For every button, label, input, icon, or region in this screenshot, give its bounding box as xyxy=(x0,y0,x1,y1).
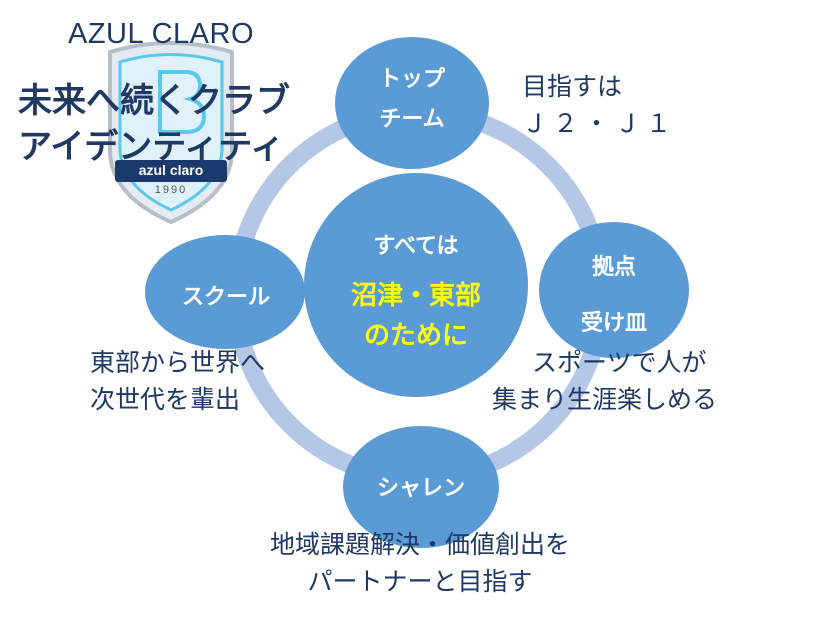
brand-name: AZUL CLARO xyxy=(68,18,255,50)
note-top-line-2: Ｊ２・Ｊ１ xyxy=(522,109,678,138)
node-sharen-label: シャレン xyxy=(376,476,465,501)
note-bottom-line-1: 地域課題解決・価値創出を xyxy=(269,530,570,559)
node-base-line-1: 拠点 xyxy=(591,255,636,280)
node-top-team-line-2: チーム xyxy=(379,107,445,132)
node-base xyxy=(539,222,689,358)
center-lead: すべては xyxy=(373,234,459,259)
title-line-2: アイデンティティ xyxy=(18,127,285,167)
center-circle xyxy=(304,173,528,397)
node-base-label: 拠点 受け皿 xyxy=(552,240,676,352)
center-statement: 沼津・東部 のために xyxy=(316,276,516,356)
note-bottom: 地域課題解決・価値創出を パートナーと目指す xyxy=(210,526,630,600)
note-right-line-2: 集まり生涯楽しめる xyxy=(492,385,718,414)
club-logo xyxy=(108,41,234,225)
node-base-line-2: 受け皿 xyxy=(580,311,647,336)
node-top-team xyxy=(335,37,489,169)
note-left-line-2: 次世代を輩出 xyxy=(90,385,241,414)
logo-year: 1990 xyxy=(154,184,188,196)
note-top-line-1: 目指すは xyxy=(522,72,623,101)
node-school xyxy=(145,235,305,349)
note-left: 東部から世界へ 次世代を輩出 xyxy=(90,344,265,418)
node-sharen xyxy=(343,426,499,548)
page-title: 未来へ続くクラブ アイデンティティ xyxy=(18,78,290,170)
node-school-label: スクール xyxy=(181,285,270,310)
node-top-team-line-1: トップ xyxy=(378,67,445,92)
note-right-line-1: スポーツで人が xyxy=(532,348,707,377)
note-top: 目指すは Ｊ２・Ｊ１ xyxy=(522,68,677,142)
center-statement-line-1: 沼津・東部 xyxy=(350,281,481,311)
note-right: スポーツで人が 集まり生涯楽しめる xyxy=(492,344,717,418)
note-bottom-line-2: パートナーと目指す xyxy=(307,567,533,596)
logo-text: azul claro xyxy=(138,162,204,178)
title-line-1: 未来へ続くクラブ xyxy=(18,81,290,121)
node-top-team-label: トップ チーム xyxy=(350,60,474,140)
center-statement-line-2: のために xyxy=(363,321,468,351)
note-left-line-1: 東部から世界へ xyxy=(90,348,266,377)
